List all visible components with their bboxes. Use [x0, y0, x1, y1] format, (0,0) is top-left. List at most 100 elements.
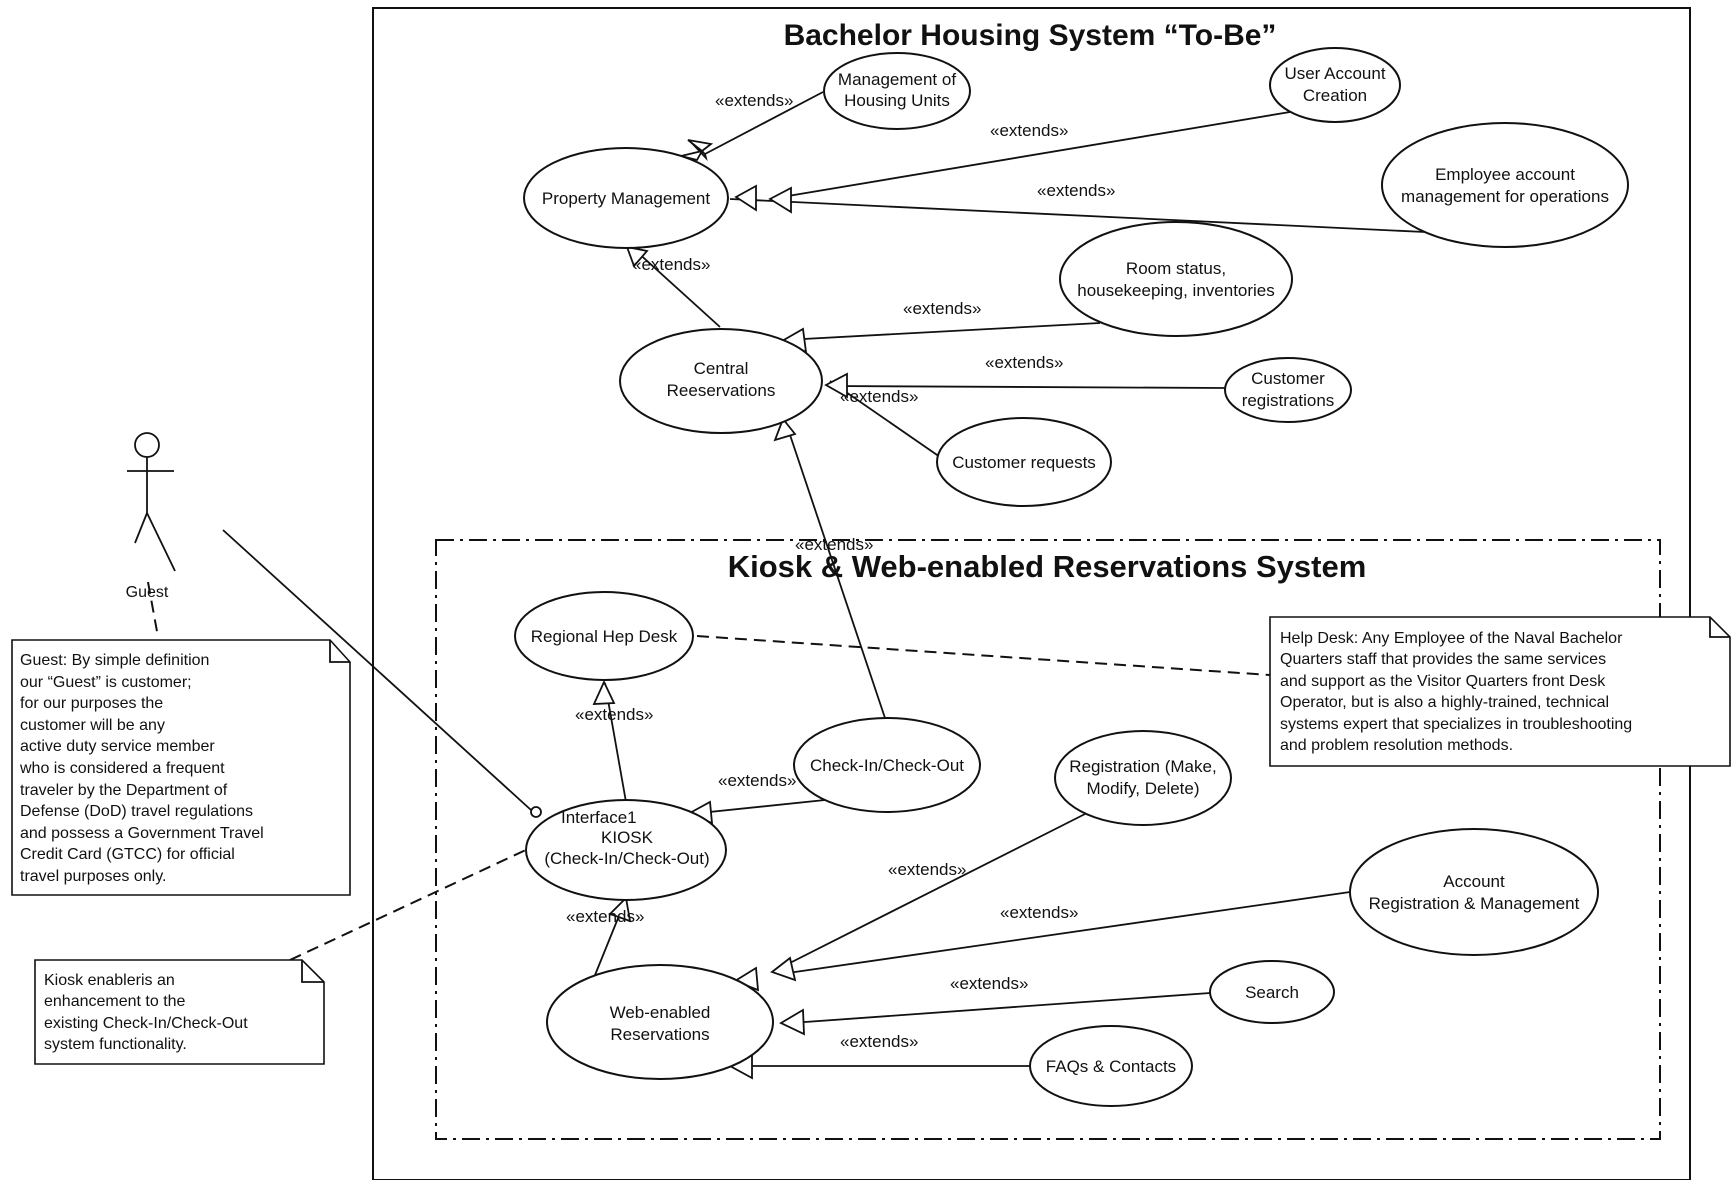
use-case-customer-requests: Customer requests [936, 417, 1112, 507]
line-customer-registrations-to-central [829, 385, 1226, 389]
actor-label: Guest [126, 584, 169, 601]
line-registration-to-web [771, 812, 1088, 973]
use-case-interface-kiosk: Interface1 KIOSK (Check-In/Check-Out) [525, 799, 727, 901]
line-customer-requests-to-central [829, 380, 941, 458]
svg-text:and support as the Visitor Qua: and support as the Visitor Quarters fron… [1280, 673, 1606, 690]
svg-text:User Account: User Account [1284, 64, 1385, 83]
arrowhead [779, 1008, 805, 1036]
svg-text:Customer: Customer [1251, 369, 1325, 388]
note-guest: Guest: By simple definition our “Guest” … [11, 639, 351, 896]
connector-kiosk-note [289, 847, 531, 961]
subsystem-title: Kiosk & Web-enabled Reservations System [728, 549, 1367, 584]
svg-text:systems expert that specialize: systems expert that specializes in troub… [1280, 716, 1632, 733]
note-kiosk: Kiosk enableris an enhancement to the ex… [34, 959, 325, 1065]
actor-guest: Guest [126, 432, 176, 601]
use-case-room-status: Room status, housekeeping, inventories [1059, 221, 1293, 337]
extends-label: «extends» [840, 387, 918, 406]
extends-label: «extends» [1000, 903, 1078, 922]
extends-label: «extends» [715, 91, 793, 110]
arrowhead [734, 184, 757, 212]
use-case-registration-make-modify-delete: Registration (Make, Modify, Delete) [1054, 730, 1232, 826]
svg-text:Credit Card (GTCC) for officia: Credit Card (GTCC) for official [20, 846, 235, 863]
svg-text:Web-enabled: Web-enabled [610, 1003, 711, 1022]
svg-text:customer will be any: customer will be any [20, 717, 165, 734]
actor-head [134, 432, 160, 458]
note-help-desk: Help Desk: Any Employee of the Naval Bac… [1269, 616, 1731, 767]
use-case-customer-registrations: Customer registrations [1224, 357, 1352, 423]
arrowhead [625, 245, 649, 268]
relationship-lines [222, 91, 1426, 1067]
line-search-to-web [790, 992, 1211, 1024]
connector-guest-note [147, 581, 159, 638]
svg-text:registrations: registrations [1242, 391, 1335, 410]
svg-text:KIOSK: KIOSK [601, 828, 654, 847]
svg-text:Employee account: Employee account [1435, 165, 1575, 184]
use-case-regional-help-desk: Regional Hep Desk [514, 591, 694, 681]
use-case-management-of-housing-units: Management of Housing Units [823, 52, 971, 130]
arrowheads [592, 139, 848, 1080]
extends-label: «extends» [632, 255, 710, 274]
use-case-property-management: Property Management [523, 147, 729, 249]
svg-text:Modify, Delete): Modify, Delete) [1086, 779, 1199, 798]
extends-label: «extends» [795, 535, 873, 554]
arrowhead [608, 896, 632, 923]
svg-text:Central: Central [694, 359, 749, 378]
line-housing-units-to-property [704, 91, 824, 155]
svg-text:system functionality.: system functionality. [44, 1036, 187, 1053]
use-case-web-enabled-reservations: Web-enabled Reservations [546, 964, 774, 1080]
svg-text:active duty service member: active duty service member [20, 738, 215, 755]
svg-text:Operator, but is also a highly: Operator, but is also a highly-trained, … [1280, 694, 1609, 711]
svg-text:Guest: By simple definition: Guest: By simple definition [20, 652, 209, 669]
svg-text:and possess a Government Trave: and possess a Government Travel [20, 825, 264, 842]
line-checkin-to-central [784, 419, 886, 719]
svg-text:Housing Units: Housing Units [844, 91, 950, 110]
extends-label: «extends» [566, 907, 644, 926]
svg-text:traveler by the Department of: traveler by the Department of [20, 782, 228, 799]
svg-text:Creation: Creation [1303, 86, 1367, 105]
svg-text:for our purposes the: for our purposes the [20, 695, 163, 712]
extends-label: «extends» [950, 974, 1028, 993]
svg-text:Regional Hep Desk: Regional Hep Desk [531, 627, 678, 646]
svg-text:Registration & Management: Registration & Management [1369, 894, 1580, 913]
svg-text:enhancement to the: enhancement to the [44, 993, 186, 1010]
arrowhead [824, 372, 848, 399]
system-boundary [372, 7, 1691, 1180]
note-connectors [147, 581, 1271, 961]
svg-text:FAQs & Contacts: FAQs & Contacts [1046, 1057, 1176, 1076]
arrowhead [768, 186, 792, 214]
svg-text:Management of: Management of [838, 70, 956, 89]
svg-text:Account: Account [1443, 872, 1505, 891]
svg-text:Interface1: Interface1 [561, 808, 637, 827]
use-case-user-account-creation: User Account Creation [1269, 47, 1401, 123]
svg-text:Search: Search [1245, 983, 1299, 1002]
svg-text:(Check-In/Check-Out): (Check-In/Check-Out) [544, 849, 709, 868]
line-room-status-to-central [784, 322, 1101, 341]
svg-text:Customer requests: Customer requests [952, 453, 1096, 472]
arrowhead [770, 956, 797, 982]
use-case-check-in-check-out: Check-In/Check-Out [793, 717, 981, 813]
subsystem-boundary [435, 539, 1661, 1140]
use-case-search: Search [1209, 960, 1335, 1024]
svg-text:Quarters staff that provides t: Quarters staff that provides the same se… [1280, 651, 1606, 668]
system-title: Bachelor Housing System “To-Be” [784, 19, 1277, 52]
interface-lollipop [530, 806, 542, 818]
extends-labels: «extends» «extends» «extends» «extends» … [566, 91, 1115, 1051]
svg-text:Reservations: Reservations [610, 1025, 709, 1044]
svg-text:management for operations: management for operations [1401, 187, 1609, 206]
extends-label: «extends» [840, 1032, 918, 1051]
arrowhead [592, 679, 616, 705]
extends-label: «extends» [990, 121, 1068, 140]
use-case-faqs-contacts: FAQs & Contacts [1029, 1025, 1193, 1107]
svg-text:housekeeping, inventories: housekeeping, inventories [1077, 281, 1275, 300]
extends-label: «extends» [1037, 181, 1115, 200]
svg-text:Room status,: Room status, [1126, 259, 1226, 278]
line-account-to-web [780, 891, 1351, 975]
svg-text:Property Management: Property Management [542, 189, 710, 208]
line-user-account-to-property [769, 111, 1291, 200]
use-case-central-reservations: Central Reeservations [619, 328, 823, 434]
extends-label: «extends» [985, 353, 1063, 372]
svg-text:Help Desk: Any Employee of the: Help Desk: Any Employee of the Naval Bac… [1280, 630, 1623, 647]
svg-text:our “Guest” is customer;: our “Guest” is customer; [20, 674, 192, 691]
connector-helpdesk-note [696, 635, 1271, 676]
